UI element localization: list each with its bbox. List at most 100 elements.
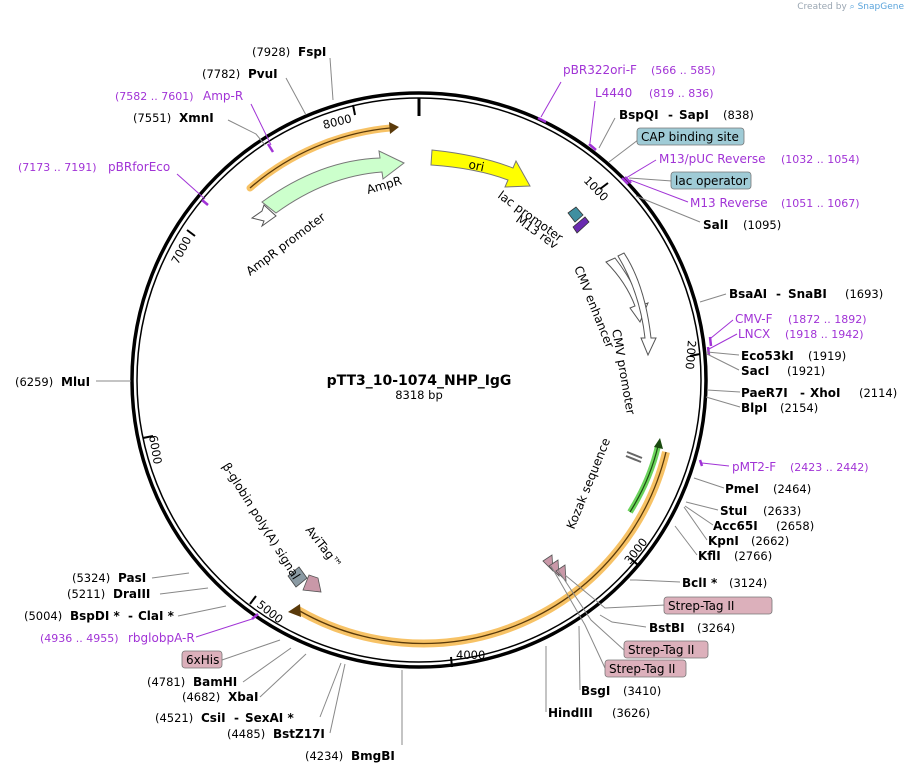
ampr-promoter-feature[interactable] — [250, 204, 277, 228]
leader-bsgi — [578, 625, 581, 691]
leader-sali — [635, 195, 701, 223]
enzyme-bstbi[interactable]: BstBI — [649, 621, 685, 635]
enzyme-kfli-pos: (2766) — [734, 549, 772, 563]
enzyme-sapi[interactable]: SapI — [679, 108, 709, 122]
enzyme-draiii-pos: (5211) — [67, 587, 105, 601]
enzyme-labels: (7928) FspI (7782) PvuI (7551) XmnI BspQ… — [15, 45, 897, 763]
enzyme-kfli[interactable]: KflI — [698, 549, 721, 563]
tick-8000 — [352, 104, 356, 116]
enzyme-sexai[interactable]: SexAI * — [245, 711, 294, 725]
primer-rbglob[interactable]: rbglobpA-R — [128, 631, 195, 645]
primer-lncx[interactable]: LNCX — [738, 327, 770, 341]
strep-tag-box-1[interactable] — [663, 596, 773, 615]
primer-m13rev[interactable]: M13 Reverse — [690, 196, 768, 210]
primer-m13puc[interactable]: M13/pUC Reverse — [659, 152, 766, 166]
enzyme-bsaai-sep: - — [776, 287, 781, 301]
enzyme-eco53ki-pos: (1919) — [808, 349, 846, 363]
enzyme-bstz17i-pos: (4485) — [227, 727, 265, 741]
leader-strep3 — [550, 565, 606, 669]
enzyme-stui-pos: (2633) — [763, 504, 801, 518]
primer-ampr-range: (7582 .. 7601) — [115, 90, 194, 103]
enzyme-csii[interactable]: CsiI — [201, 711, 226, 725]
lac-promoter-feature[interactable] — [567, 206, 584, 223]
primer-l4440[interactable]: L4440 — [595, 86, 632, 100]
enzyme-pasi[interactable]: PasI — [118, 571, 146, 585]
credit-text: Created by — [797, 2, 847, 12]
strep-tag-box-3[interactable] — [604, 659, 687, 678]
enzyme-kpni[interactable]: KpnI — [708, 534, 739, 548]
enzyme-clai[interactable]: ClaI * — [138, 609, 175, 623]
primer-mark-cmv — [708, 336, 713, 347]
enzyme-stui[interactable]: StuI — [720, 504, 747, 518]
enzyme-fspi[interactable]: FspI — [298, 45, 326, 59]
enzyme-bspqi[interactable]: BspQI — [619, 108, 659, 122]
enzyme-pmei[interactable]: PmeI — [725, 482, 759, 496]
enzyme-pvui[interactable]: PvuI — [248, 67, 278, 81]
enzyme-bspdi[interactable]: BspDI * — [70, 609, 120, 623]
primer-mark-rbglob — [251, 613, 259, 620]
primer-pbrforeco[interactable]: pBRforEco — [108, 160, 170, 174]
enzyme-snabi[interactable]: SnaBI — [788, 287, 827, 301]
enzyme-mlui-pos: (6259) — [15, 375, 53, 389]
enzyme-xbai[interactable]: XbaI — [228, 690, 258, 704]
enzyme-bcli-pos: (3124) — [729, 576, 767, 590]
enzyme-bsaai-pos: (1693) — [845, 287, 883, 301]
6xhis-box[interactable] — [181, 650, 223, 669]
beta-globin-polya-feature[interactable] — [287, 566, 308, 588]
enzyme-blpi[interactable]: BlpI — [741, 401, 767, 415]
lac-operator-box[interactable] — [670, 171, 752, 190]
primer-m13puc-range: (1032 .. 1054) — [781, 153, 860, 166]
leader-strep1 — [564, 574, 666, 609]
primer-pbr322ori[interactable]: pBR322ori-F — [563, 63, 637, 77]
enzyme-bmgbi[interactable]: BmgBI — [351, 749, 395, 763]
ori-feature[interactable] — [430, 149, 531, 188]
enzyme-xhoi[interactable]: XhoI — [810, 386, 841, 400]
enzyme-bstz17i[interactable]: BstZ17I — [273, 727, 325, 741]
leader-cap — [608, 139, 639, 163]
cmv-promoter-feature[interactable] — [617, 252, 657, 357]
enzyme-bsgi[interactable]: BsgI — [581, 684, 610, 698]
enzyme-pmei-pos: (2464) — [773, 482, 811, 496]
leader-bstz17i — [329, 663, 346, 734]
enzyme-bsaai[interactable]: BsaAI — [729, 287, 767, 301]
enzyme-hindiii[interactable]: HindIII — [548, 706, 593, 720]
cmv-enhancer-label: CMV enhancer — [571, 264, 617, 350]
enzyme-xmni[interactable]: XmnI — [179, 111, 214, 125]
enzyme-acc65i[interactable]: Acc65I — [713, 519, 758, 533]
primer-ampr[interactable]: Amp-R — [203, 89, 243, 103]
avitag-feature[interactable] — [302, 574, 322, 593]
enzyme-eco53ki[interactable]: Eco53kI — [741, 349, 794, 363]
primer-cmvf[interactable]: CMV-F — [735, 312, 773, 326]
enzyme-bcli[interactable]: BclI * — [682, 576, 718, 590]
enzyme-paer7i[interactable]: PaeR7I — [741, 386, 788, 400]
enzyme-saci[interactable]: SacI — [741, 364, 769, 378]
avitag-label: AviTag™ — [303, 523, 345, 571]
leader-bspdi — [177, 605, 227, 617]
strep-tag-label-3: Strep-Tag II — [609, 662, 675, 676]
leader-eco53ki — [706, 351, 740, 356]
orange-cds-top-line — [249, 127, 391, 189]
orange-cds-main-arrow — [288, 604, 301, 617]
leader-saci — [706, 353, 740, 371]
leader-cmvf — [710, 319, 734, 339]
enzyme-mlui[interactable]: MluI — [61, 375, 90, 389]
m13-rev-feature[interactable] — [572, 216, 590, 234]
cap-binding-site-label: CAP binding site — [641, 130, 739, 144]
ampr-feature[interactable] — [261, 150, 405, 214]
orange-cds-main[interactable] — [296, 451, 670, 648]
cap-binding-site-box[interactable] — [636, 127, 745, 146]
enzyme-sali[interactable]: SalI — [703, 218, 728, 232]
ampr-promoter-label: AmpR promoter — [243, 210, 328, 279]
primer-l4440-range: (819 .. 836) — [649, 87, 714, 100]
leader-csii — [319, 662, 342, 718]
tick-1000 — [599, 182, 609, 190]
strep-tag-box-2[interactable] — [623, 640, 709, 659]
primer-pmt2[interactable]: pMT2-F — [732, 460, 776, 474]
primer-m13rev-range: (1051 .. 1067) — [781, 197, 860, 210]
primer-pmt2-range: (2423 .. 2442) — [790, 461, 869, 474]
enzyme-fspi-pos: (7928) — [252, 45, 290, 59]
strep-tag-marker-3[interactable] — [555, 564, 567, 583]
enzyme-bamhi[interactable]: BamHI — [193, 675, 237, 689]
enzyme-draiii[interactable]: DraIII — [113, 587, 150, 601]
